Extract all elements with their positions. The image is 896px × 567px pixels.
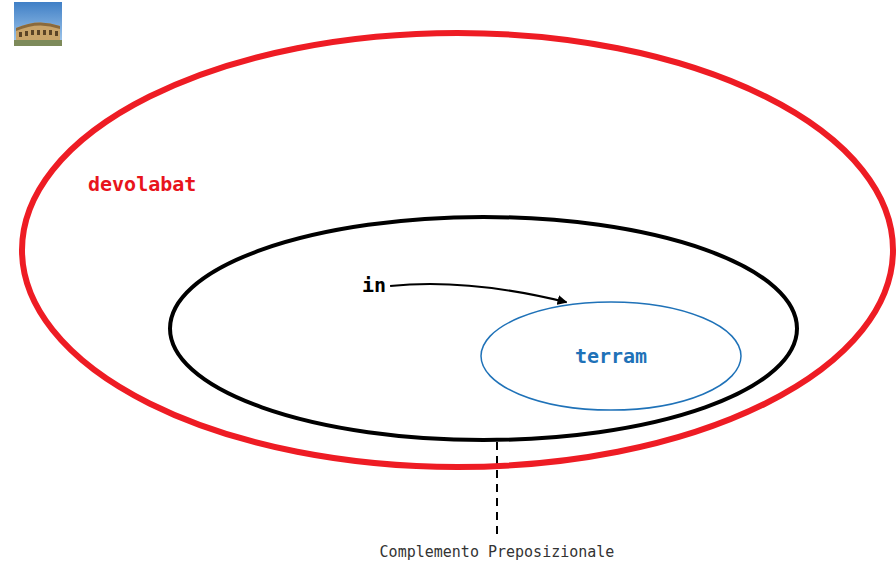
arrow-connector	[390, 284, 566, 302]
ellipse-outline	[22, 33, 893, 467]
ellipse-outline	[170, 217, 797, 440]
callout-label: Complemento Preposizionale	[378, 543, 617, 561]
node-label: terram	[575, 344, 647, 368]
middle-ellipse: in terram	[170, 217, 797, 440]
outer-ellipse: devolabat in terram	[22, 33, 893, 467]
inner-ellipse: terram	[481, 302, 741, 410]
node-label: in	[362, 273, 386, 297]
colosseum-icon	[14, 2, 62, 46]
node-label: devolabat	[88, 172, 196, 196]
leader-line	[496, 442, 498, 538]
